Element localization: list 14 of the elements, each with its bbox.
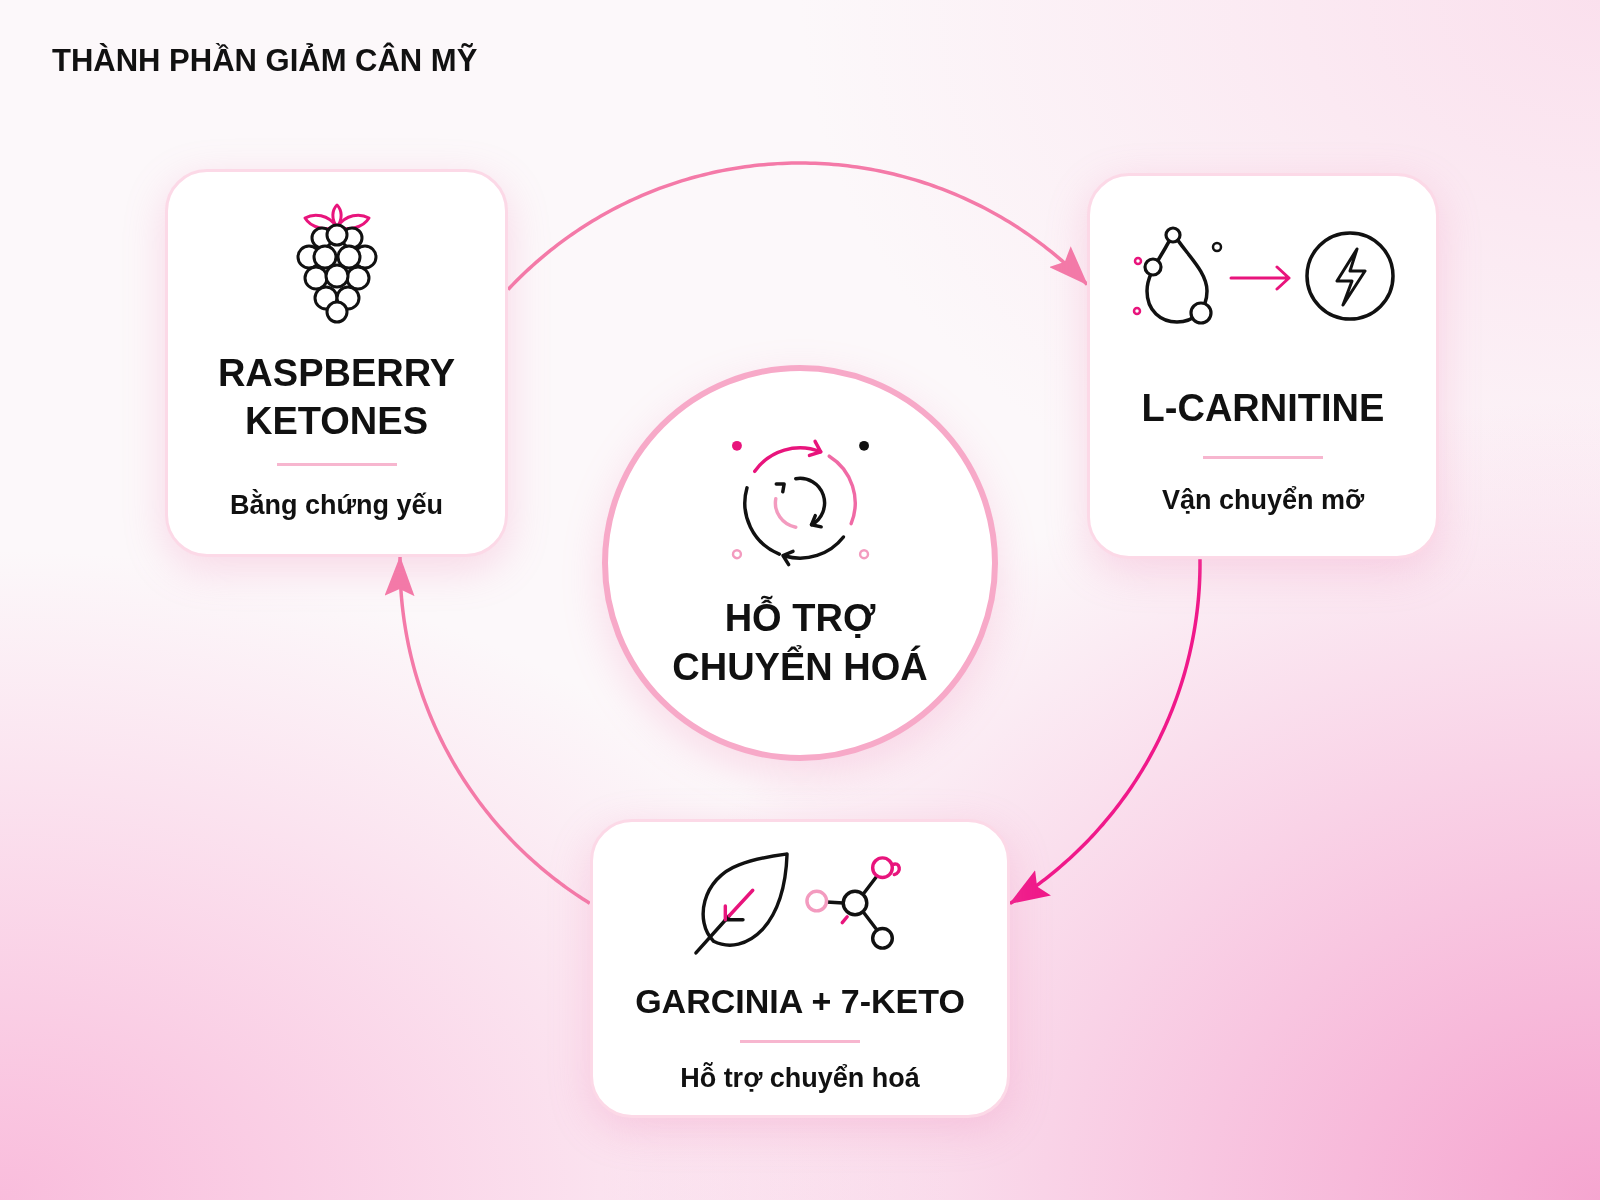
diagram-title: THÀNH PHẦN GIẢM CÂN MỸ: [52, 42, 478, 80]
card-title: RASPBERRY KETONES: [216, 351, 457, 444]
arrow: [384, 556, 592, 905]
card-subtitle: Bằng chứng yếu: [229, 488, 444, 522]
arrow: [506, 161, 1089, 291]
arrow: [1009, 558, 1202, 905]
circle-title: HỖ TRỢ CHUYỂN HOÁ: [671, 594, 929, 690]
ingredient-card: [165, 169, 508, 557]
ingredient-card: [1087, 173, 1439, 559]
card-subtitle: Hỗ trợ chuyển hoá: [680, 1061, 920, 1095]
ingredient-card: [590, 819, 1010, 1118]
card-subtitle: Vận chuyển mỡ: [1161, 484, 1365, 517]
card-title: GARCINIA + 7-KETO: [635, 981, 965, 1022]
card-title: L-CARNITINE: [1141, 386, 1385, 431]
